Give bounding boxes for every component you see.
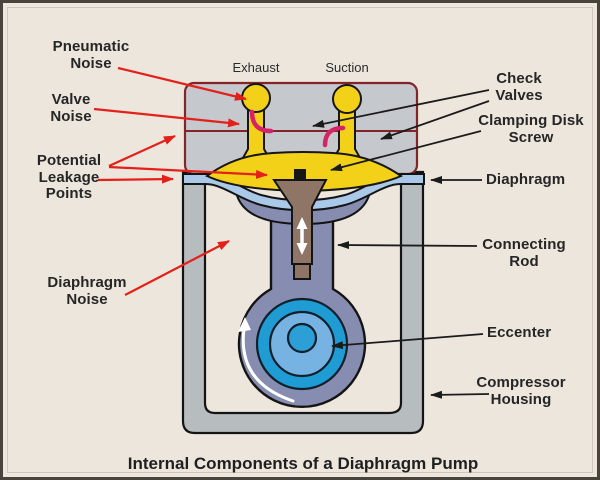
- arrow-leakage-head: [108, 134, 176, 168]
- label-eccenter: Eccenter: [487, 324, 552, 341]
- arrow-check-valve-suction: [380, 100, 490, 140]
- stroke-arrow-up-head: [296, 217, 308, 229]
- label-suction-port: Suction: [325, 60, 369, 75]
- label-exhaust-port: Exhaust: [232, 60, 280, 75]
- suction-valve-port: [332, 84, 362, 114]
- stroke-arrow-down-head: [296, 243, 308, 255]
- label-connecting-rod: Connecting Rod: [482, 236, 566, 270]
- label-clamping-disk-screw: Clamping Disk Screw: [478, 112, 584, 146]
- label-check-valves: Check Valves: [495, 70, 543, 104]
- eccenter-shaft: [286, 322, 318, 354]
- arrow-eccenter: [331, 333, 484, 350]
- arrow-compressor-housing: [430, 390, 490, 399]
- pump-diagram-canvas: [93, 66, 490, 435]
- suction-flow-arrow-icon: [322, 125, 346, 148]
- label-diaphragm-noise: Diaphragm Noise: [47, 274, 127, 308]
- red-callout-arrows: [93, 66, 268, 296]
- exhaust-flow-arrow-icon: [249, 109, 274, 134]
- label-valve-noise: Valve Noise: [50, 91, 92, 125]
- diagram-title: Internal Components of a Diaphragm Pump: [127, 454, 479, 473]
- arrow-clamping-disk-screw: [330, 130, 482, 172]
- label-potential-leakage-points: Potential Leakage Points: [36, 152, 102, 202]
- arrow-connecting-rod: [337, 241, 478, 250]
- clamping-disk-screw-head: [294, 169, 306, 180]
- arrow-diaphragm-noise: [124, 240, 230, 296]
- label-diaphragm: Diaphragm: [486, 171, 566, 188]
- arrow-leakage-center: [108, 165, 268, 179]
- label-pneumatic-noise: Pneumatic Noise: [52, 38, 130, 72]
- rotation-arrowhead-icon: [238, 317, 251, 332]
- label-compressor-housing: Compressor Housing: [476, 374, 566, 408]
- arrow-check-valve-exhaust: [312, 89, 490, 128]
- black-callout-arrows: [312, 89, 490, 399]
- rotation-arrow-icon: [241, 327, 295, 403]
- arrow-leakage-edge: [97, 174, 174, 184]
- rod-tip-shape: [293, 263, 311, 280]
- arrow-valve-noise: [93, 107, 240, 128]
- arrow-pneumatic-noise: [117, 66, 247, 101]
